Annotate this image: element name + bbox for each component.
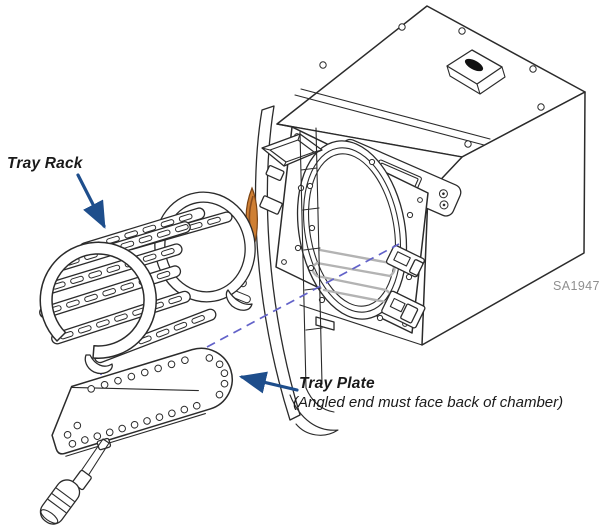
open-door [223,105,339,436]
tray-plate-label: Tray Plate [299,375,375,392]
sterilizer-illustration [223,5,586,436]
alignment-dashed-line-to-chamber [206,243,400,348]
tray-plate-arrow [238,371,299,394]
tray-rack-illustration [39,191,256,375]
tray-handle-tool [39,438,110,525]
chamber-front-plate [275,126,429,334]
tray-plate-illustration [39,347,233,525]
tray-rack-arrow [76,173,106,229]
tray-rack-label: Tray Rack [7,155,83,172]
sterilizer-top-panel [276,5,586,158]
figure-id: SA1947i [553,279,600,293]
lid-handle [446,49,506,95]
sterilizer-side-panel [421,91,586,346]
tray-plate-note: (Angled end must face back of chamber) [293,394,564,411]
